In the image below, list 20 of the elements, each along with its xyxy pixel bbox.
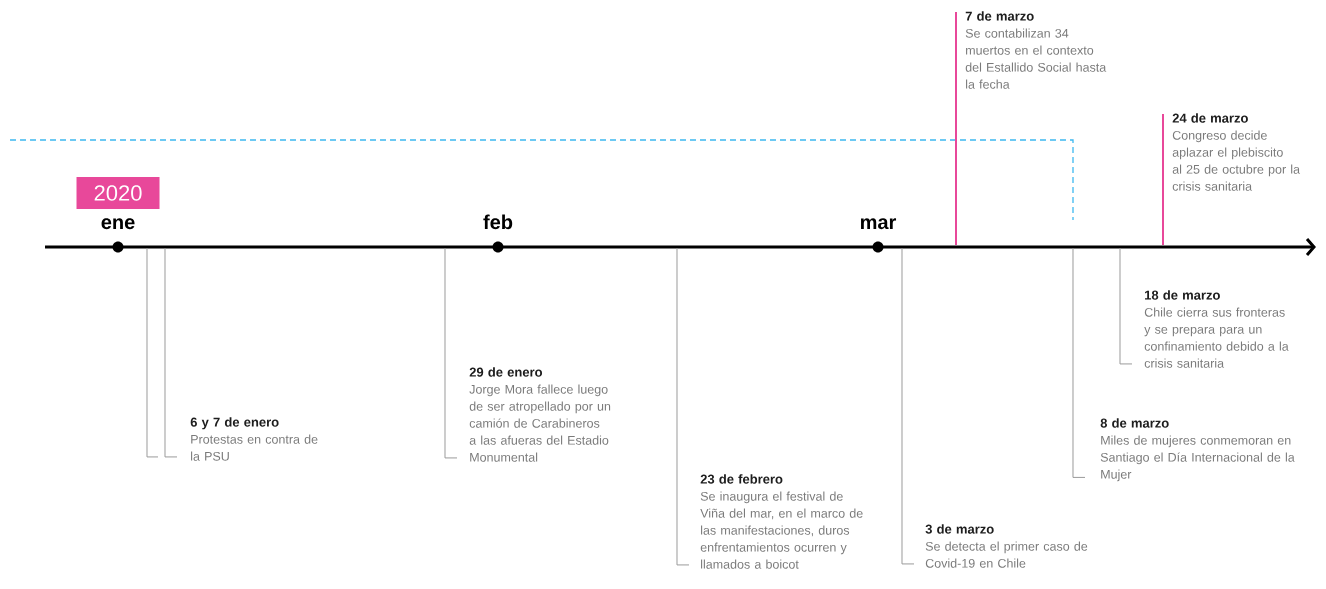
leader-line bbox=[1162, 113, 1164, 246]
event-note: 6 y 7 de enero Protestas en contra de la PSU bbox=[190, 417, 318, 461]
event-note: 29 de enero Jorge Mora fallece luego de ser atropellado por un camión de Carabineros a las afueras del Estadio Monumental bbox=[469, 367, 611, 462]
month-label: mar bbox=[861, 218, 897, 230]
leader-line bbox=[444, 247, 458, 459]
leader-line bbox=[146, 247, 159, 458]
leader-line bbox=[164, 247, 178, 458]
event-note: 23 de febrero Se inaugura el festival de Viña del mar, en el marco de las manifestaciones, duros enfrentamientos ocurren y llamados a boicot bbox=[700, 474, 863, 569]
event-note: 18 de marzo Chile cierra sus fronteras y se prepara para un confinamiento debido a la crisis sanitaria bbox=[1144, 290, 1289, 368]
leader-line bbox=[1072, 247, 1086, 478]
leader-line bbox=[676, 247, 690, 566]
leader-line bbox=[955, 11, 957, 246]
year-badge: 2020 bbox=[76, 177, 160, 209]
event-note: 24 de marzo Congreso decide aplazar el plebiscito al 25 de octubre por la crisis sanitaria bbox=[1172, 113, 1300, 191]
month-label: feb bbox=[483, 214, 513, 230]
event-note: 3 de marzo Se detecta el primer caso de Covid-19 en Chile bbox=[925, 524, 1088, 568]
event-note: 8 de marzo Miles de mujeres conmemoran en Santiago el Día Internacional de la Mujer bbox=[1100, 418, 1295, 482]
event-note: 7 de marzo Se contabilizan 34 muertos en el contexto del Estallido Social hasta la fecha bbox=[965, 11, 1107, 89]
leader-line bbox=[1119, 247, 1133, 365]
leader-line bbox=[901, 247, 915, 565]
